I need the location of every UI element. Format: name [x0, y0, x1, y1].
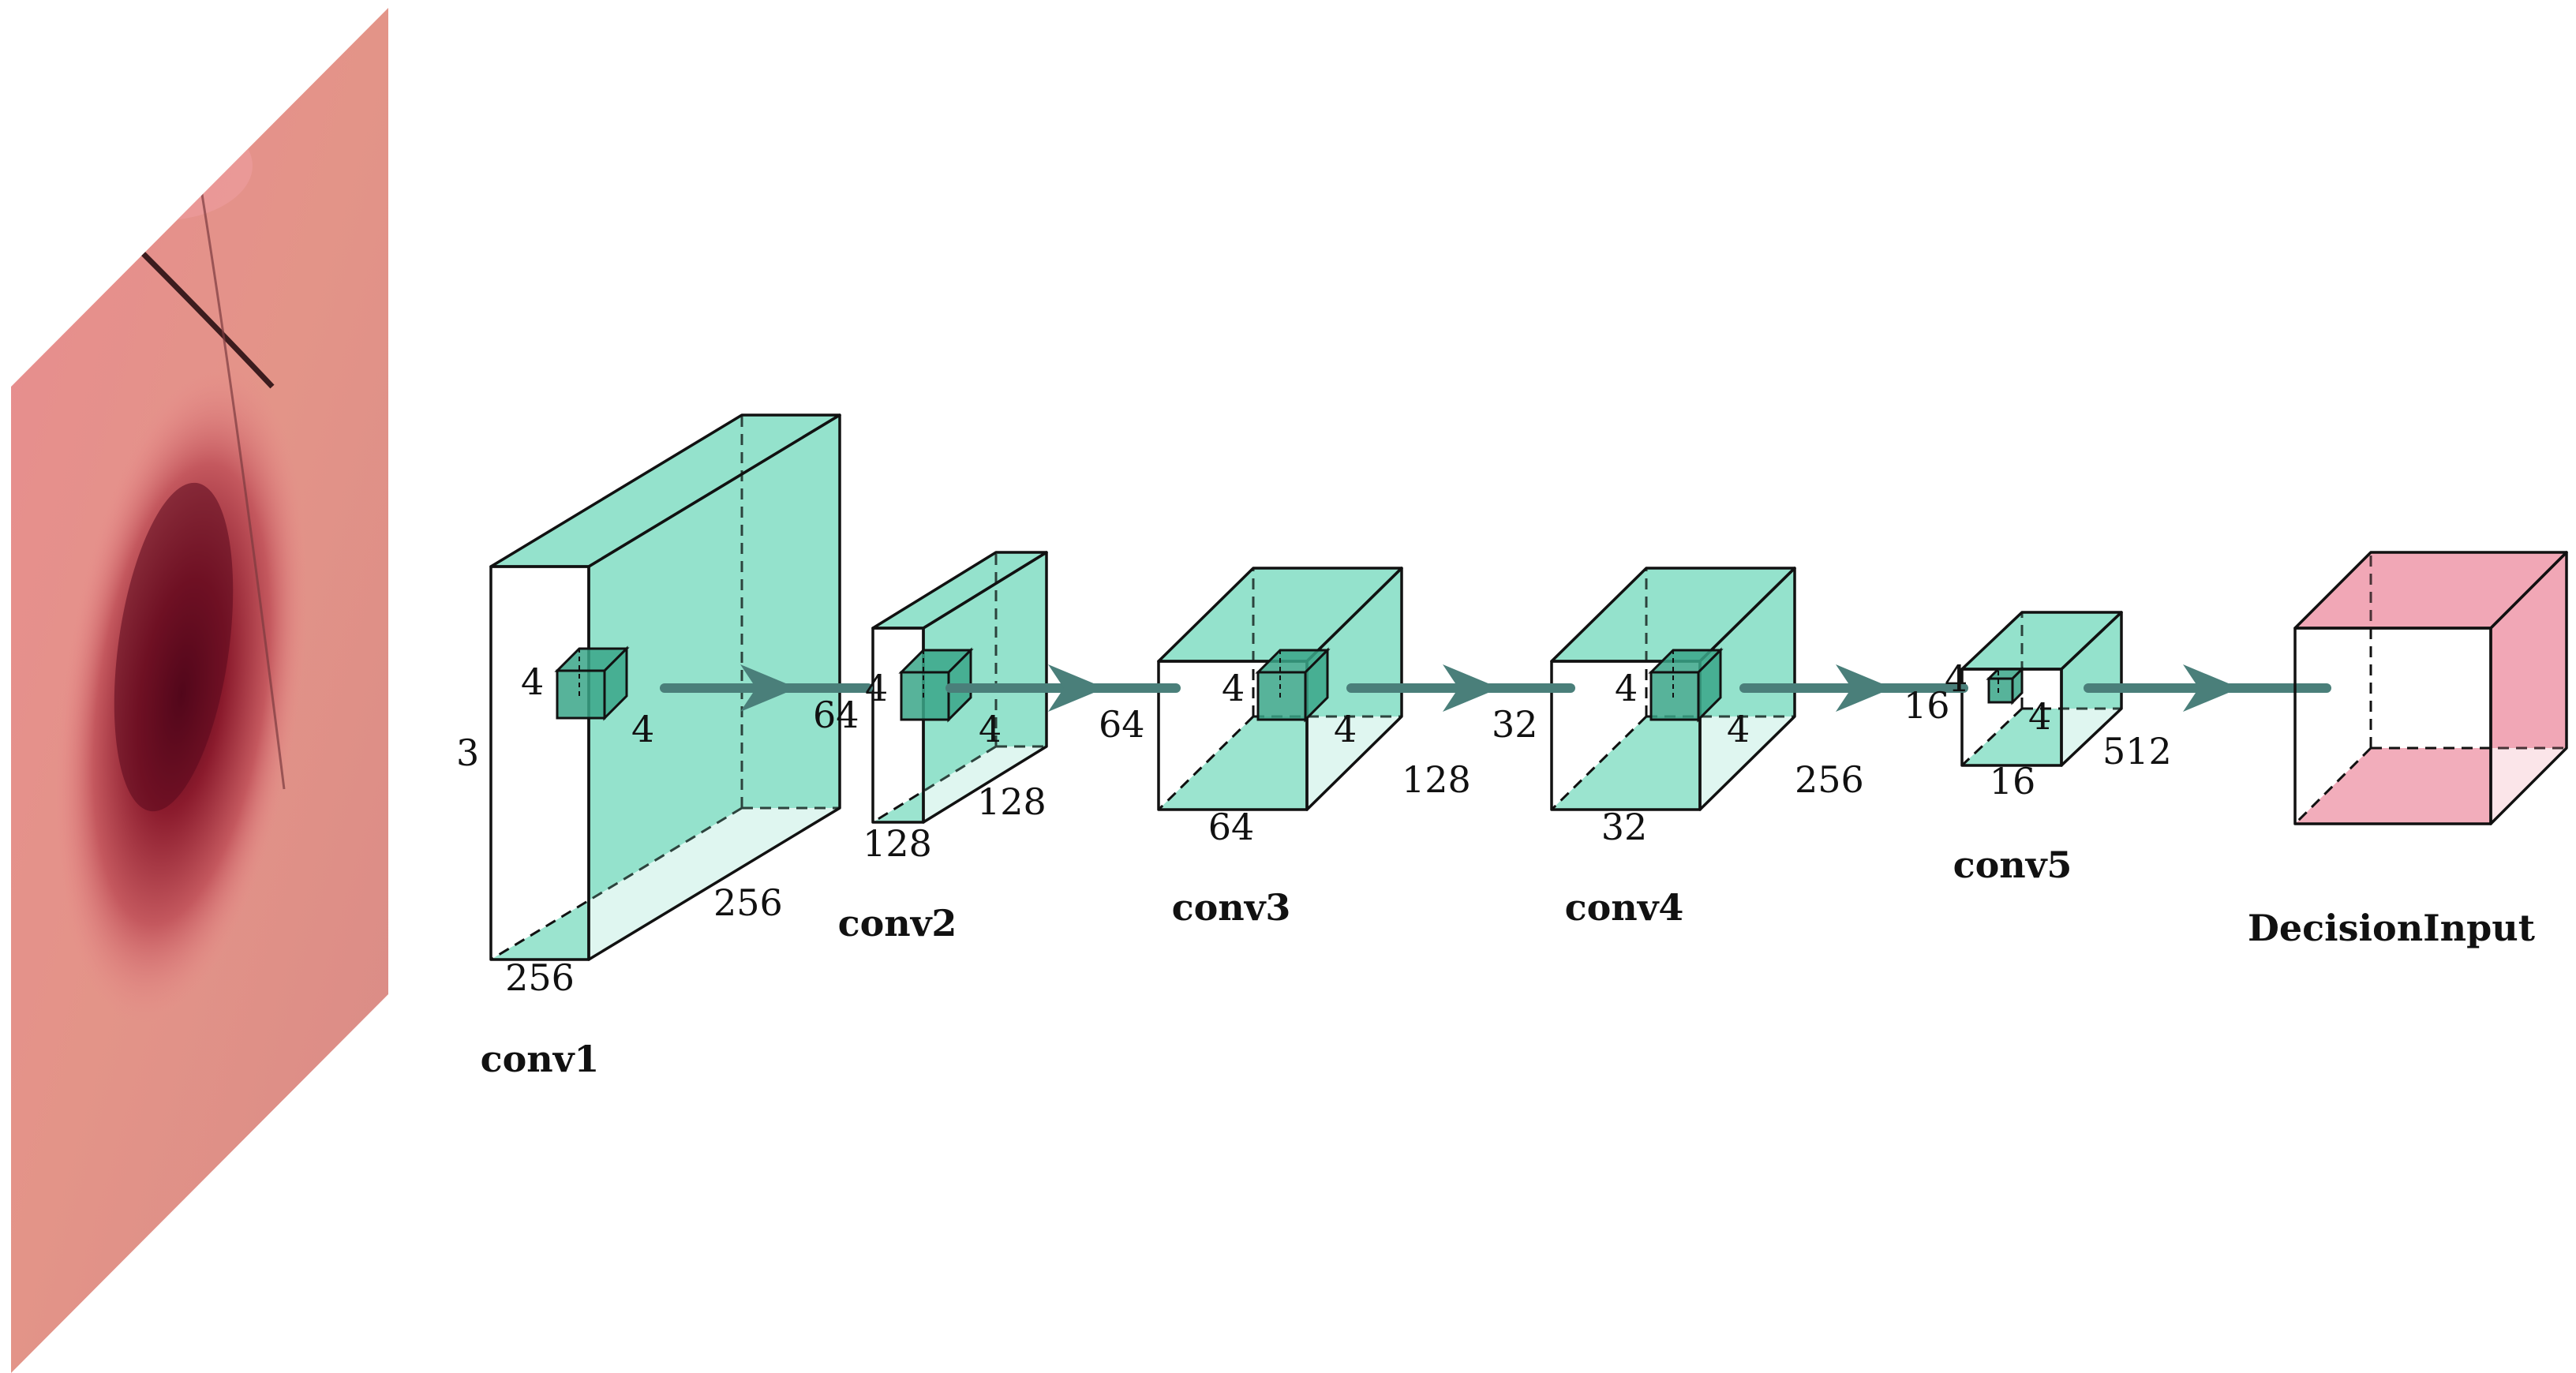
arrow-1: [660, 664, 873, 712]
conv3-depth-label: 128: [1402, 758, 1471, 801]
conv1-name-label: conv1: [481, 1038, 600, 1080]
layer-conv4: [1550, 567, 1796, 811]
conv1-kernel-front: [556, 669, 606, 720]
conv3-kernel-height-label: 4: [1222, 667, 1245, 709]
conv1-channels-label: 3: [456, 731, 479, 774]
conv5-front-face: [1960, 668, 2063, 767]
conv1-front-face: [489, 565, 590, 961]
conv5-name-label: conv5: [1953, 844, 2072, 886]
conv5-kernel-width-label: 4: [2028, 695, 2051, 738]
conv2-depth-label: 128: [977, 780, 1046, 823]
arrow-4: [1739, 664, 1968, 712]
conv4-kernel-height-label: 4: [1615, 667, 1638, 709]
decision-input-block: [2293, 551, 2568, 825]
conv5-width-label: 16: [1990, 760, 2036, 802]
conv5-hidden-edge: [1960, 707, 2024, 767]
conv4-kernel-front: [1649, 671, 1700, 721]
arrow-5: [2084, 664, 2331, 712]
arrows: [660, 664, 2331, 712]
conv3-front-face: [1157, 660, 1309, 811]
conv2-kernel-height-label: 4: [865, 667, 888, 709]
labels: 3 256 256 4 4 conv1 64 128 128 4 4 conv2 64 64 128 4 4 co…: [456, 657, 2536, 1080]
conv5-channels-label: 16: [1904, 684, 1950, 727]
hair-strand-thin: [200, 189, 286, 790]
conv4-name-label: conv4: [1565, 886, 1684, 929]
conv1-kernel-height-label: 4: [521, 660, 544, 703]
arrow-head: [1048, 664, 1105, 712]
conv3-name-label: conv3: [1172, 886, 1291, 929]
conv4-kernel-width-label: 4: [1727, 708, 1750, 750]
conv2-width-label: 128: [863, 822, 932, 865]
conv1-kernel-width-label: 4: [631, 708, 654, 750]
conv3-hidden-edge: [1157, 715, 1255, 811]
decision-input-name-label: DecisionInput: [2248, 907, 2536, 949]
arrow-head: [1443, 664, 1500, 712]
conv3-channels-label: 64: [1099, 703, 1145, 746]
conv4-width-label: 32: [1601, 806, 1648, 848]
hair-strand: [140, 250, 275, 389]
input-image: [11, 8, 388, 1373]
arrow-head: [740, 664, 797, 712]
decision-input-front-face: [2293, 627, 2492, 825]
conv4-hidden-edge: [1550, 715, 1648, 811]
conv2-hidden-edge: [872, 745, 997, 824]
conv5-depth-label: 512: [2102, 730, 2172, 773]
conv3-width-label: 64: [1208, 806, 1255, 848]
arrow-head: [2183, 664, 2240, 712]
conv4-front-face: [1550, 660, 1702, 811]
layer-conv5: [1960, 611, 2123, 767]
conv3-kernel-front: [1256, 671, 1307, 721]
conv2-front-face: [871, 627, 925, 824]
arrow-head: [1836, 664, 1893, 712]
conv5-kernel-height-label: 4: [1945, 657, 1968, 700]
conv2-kernel-front: [900, 671, 950, 721]
conv1-width-label: 256: [505, 956, 575, 999]
arrow-3: [1346, 664, 1575, 712]
conv2-kernel-width-label: 4: [979, 708, 1002, 750]
lesion-core: [114, 482, 234, 812]
conv1-depth-label: 256: [713, 881, 783, 924]
conv5-kernel-front: [1987, 677, 2014, 704]
skin-highlight: [63, 110, 253, 221]
conv2-channels-label: 64: [813, 694, 859, 736]
conv1-hidden-edge: [490, 806, 743, 961]
conv2-name-label: conv2: [838, 902, 957, 945]
conv3-kernel-width-label: 4: [1334, 708, 1357, 750]
conv4-depth-label: 256: [1795, 758, 1864, 801]
conv4-channels-label: 32: [1492, 703, 1538, 746]
arrow-2: [945, 664, 1181, 712]
